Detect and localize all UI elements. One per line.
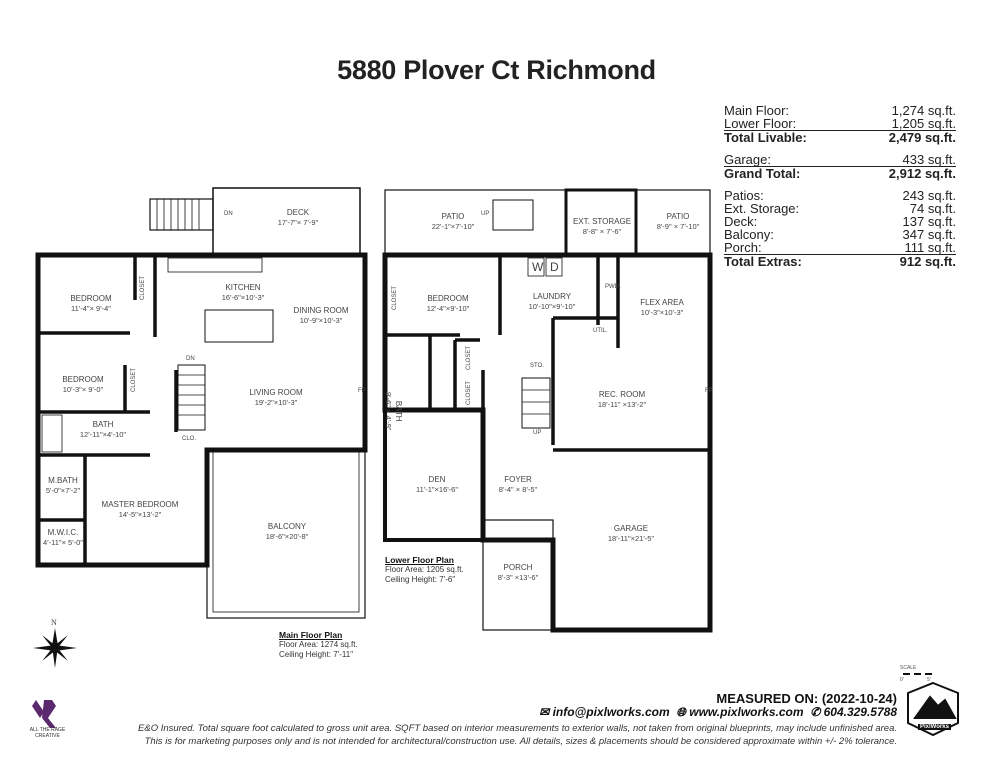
disclaimer-line-2: This is for marketing purposes only and … (144, 736, 897, 747)
compass-rose-icon (33, 628, 77, 668)
pwd-label: PWD. (605, 284, 621, 290)
area-summary-table: Main Floor:1,274 sq.ft. Lower Floor:1,20… (724, 104, 956, 268)
caption-area: Floor Area: 1205 sq.ft. (385, 565, 464, 574)
closet-label: CLOSET (466, 380, 472, 405)
stat-porch: Porch:111 sq.ft. (724, 240, 956, 255)
caption-heading: Lower Floor Plan (385, 555, 454, 565)
scale-label: SCALE (900, 665, 917, 671)
caption-heading: Main Floor Plan (279, 630, 343, 640)
stat-total-extras: Total Extras:912 sq.ft. (724, 254, 956, 269)
main-floor-walls (35, 187, 368, 619)
fireplace-label: FP (705, 388, 713, 394)
compass-north-label: N (51, 618, 57, 627)
pixlworks-logo (907, 681, 959, 737)
caption-ceiling: Ceiling Height: 7'-11" (279, 650, 354, 659)
stat-ext-storage: Ext. Storage:74 sq.ft. (724, 201, 956, 216)
sto-label: STO. (530, 363, 544, 369)
page-title: 5880 Plover Ct Richmond (337, 55, 656, 85)
closet-label: CLOSET (466, 345, 472, 370)
email-link[interactable]: info@pixlworks.com (552, 705, 670, 719)
all-the-rage-logo (32, 700, 56, 728)
up-label: UP (481, 211, 490, 217)
dn-label: DN (186, 356, 195, 362)
disclaimer-line-1: E&O Insured. Total square foot calculate… (138, 723, 897, 734)
email-icon: ✉ (539, 705, 550, 719)
caption-ceiling: Ceiling Height: 7'-6" (385, 575, 456, 584)
stat-garage: Garage:433 sq.ft. (724, 152, 956, 167)
lower-floor-walls (382, 188, 713, 633)
globe-icon: 🌐︎ (676, 705, 686, 719)
lower-floor-caption: Lower Floor Plan Floor Area: 1205 sq.ft.… (385, 555, 464, 585)
stat-total-livable: Total Livable:2,479 sq.ft. (724, 130, 956, 145)
stat-grand-total: Grand Total:2,912 sq.ft. (724, 166, 956, 181)
scale-bar: SCALE 0' 5' (900, 665, 931, 683)
stat-lower-floor: Lower Floor:1,205 sq.ft. (724, 116, 956, 131)
main-floor-caption: Main Floor Plan Floor Area: 1274 sq.ft. … (279, 630, 358, 660)
website-link[interactable]: www.pixlworks.com (689, 705, 804, 719)
pixlworks-logo-text: PixlWorks (918, 724, 951, 730)
closet-label: CLOSET (392, 285, 398, 310)
caption-area: Floor Area: 1274 sq.ft. (279, 640, 358, 649)
util-label: UTIL. (593, 328, 608, 334)
up-label: UP (533, 430, 542, 436)
scale-start: 0' (900, 677, 904, 683)
fireplace-label: FP (358, 388, 366, 394)
contact-line: ✉ info@pixlworks.com 🌐︎ www.pixlworks.co… (539, 705, 897, 720)
stat-deck: Deck:137 sq.ft. (724, 214, 956, 229)
room-mwic: M.W.I.C.4'-11"× 5'-0" (43, 528, 83, 547)
stat-patios: Patios:243 sq.ft. (724, 188, 956, 203)
closet-label: CLOSET (140, 275, 146, 300)
stat-balcony: Balcony:347 sq.ft. (724, 227, 956, 242)
dn-label: DN (224, 211, 233, 217)
closet-label: CLOSET (131, 367, 137, 392)
clo-label: CLO. (182, 436, 197, 442)
scale-end: 5' (927, 677, 931, 683)
stat-main-floor: Main Floor:1,274 sq.ft. (724, 103, 956, 118)
measured-date: MEASURED ON: (2022-10-24) (716, 691, 897, 706)
phone-number: 604.329.5788 (823, 705, 897, 719)
dryer-label: D (550, 260, 559, 274)
washer-label: W (532, 260, 544, 274)
phone-icon: ✆ (810, 705, 821, 719)
